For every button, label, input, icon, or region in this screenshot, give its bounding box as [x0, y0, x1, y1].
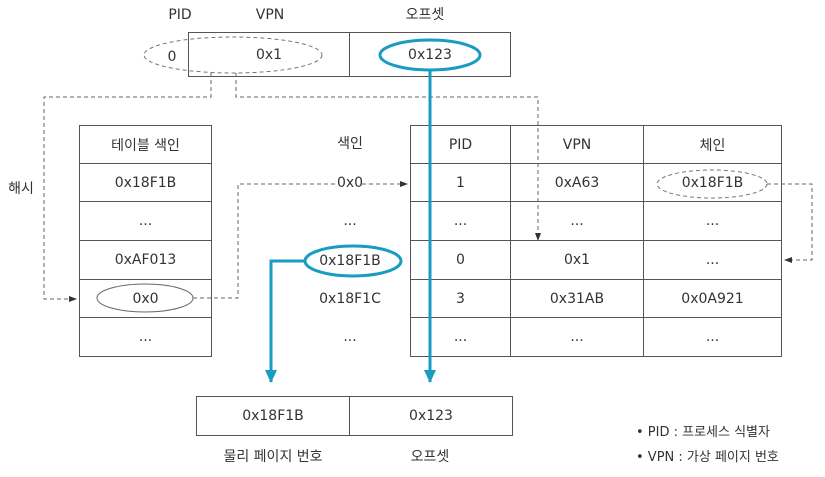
- index-value: 0x0: [336, 175, 364, 191]
- anchor-row-value: ...: [138, 213, 153, 229]
- ipt-cell-value: 0x31AB: [549, 290, 605, 307]
- index-value-highlighted: 0x18F1B: [319, 253, 381, 269]
- ipt-cell-value: 0xA63: [554, 174, 600, 191]
- anchor-row: ...: [79, 317, 212, 357]
- anchor-row-value: 0xAF013: [114, 252, 177, 268]
- anchor-to-index-arrow: [193, 183, 335, 299]
- offset-ellipse: [378, 38, 482, 72]
- va-pid-value: 0: [167, 49, 177, 65]
- ipt-cell-value: 0: [456, 252, 465, 268]
- index-highlight-ellipse: [303, 244, 403, 278]
- ipt-cell-value: ...: [453, 329, 468, 345]
- vpn-lookup-arrow: [235, 73, 541, 241]
- ipt-cell-value: ...: [705, 329, 720, 345]
- hash-arrow: [43, 73, 212, 302]
- anchor-table-header-text: 테이블 색인: [111, 137, 180, 154]
- index-value: ...: [343, 213, 357, 229]
- anchor-row-value: 0x18F1B: [114, 174, 177, 191]
- pa-ppn-value: 0x18F1B: [242, 408, 304, 424]
- ipt-cell-value: ...: [570, 329, 584, 345]
- va-vpn-label: VPN: [255, 7, 285, 23]
- ipt-cell-value: 0x0A921: [681, 290, 744, 307]
- ipt-cell-value: ...: [453, 213, 468, 229]
- anchor-row-value: ...: [138, 329, 153, 345]
- anchor-0x0-ellipse: [96, 283, 194, 313]
- pa-offset-cell: 0x123: [349, 396, 513, 436]
- ipt-header-text: VPN: [562, 136, 592, 153]
- ipt-cell-value: ...: [705, 252, 720, 268]
- hash-label: 해시: [8, 181, 34, 197]
- ipt-cell-value: 1: [456, 174, 465, 191]
- ipt-cell-value: 0x18F1B: [681, 174, 744, 191]
- ipt-cell-value: 0x1: [563, 252, 591, 268]
- pa-ppn-label: 물리 페이지 번호: [223, 449, 323, 465]
- ipt-header-text: 체인: [699, 137, 726, 154]
- va-offset-label: 오프셋: [405, 7, 445, 23]
- ipt-header-text: PID: [448, 136, 473, 153]
- pid-vpn-ellipse: [143, 36, 323, 74]
- index-value: 0x18F1C: [319, 291, 381, 307]
- chain-ellipse: [656, 169, 768, 199]
- va-offset-value: 0x123: [408, 46, 452, 63]
- pa-offset-label: 오프셋: [410, 449, 450, 465]
- chain-arrow: [767, 183, 813, 263]
- anchor-row-value: 0x0: [132, 290, 159, 307]
- va-pid-label: PID: [168, 7, 192, 23]
- ppn-to-pa-arrow: [265, 259, 305, 383]
- ipt-cell-value: ...: [705, 213, 720, 229]
- ipt-cell-chain: ...: [643, 317, 782, 357]
- index-header: 색인: [337, 136, 363, 152]
- ipt-cell-value: 3: [456, 290, 465, 307]
- index-value: ...: [343, 329, 357, 345]
- ipt-cell-value: ...: [570, 213, 584, 229]
- va-vpn-value: 0x1: [255, 46, 283, 63]
- pa-offset-value: 0x123: [409, 408, 453, 424]
- legend-vpn: • VPN : 가상 페이지 번호: [636, 450, 779, 465]
- legend-pid: • PID : 프로세스 식별자: [636, 425, 770, 440]
